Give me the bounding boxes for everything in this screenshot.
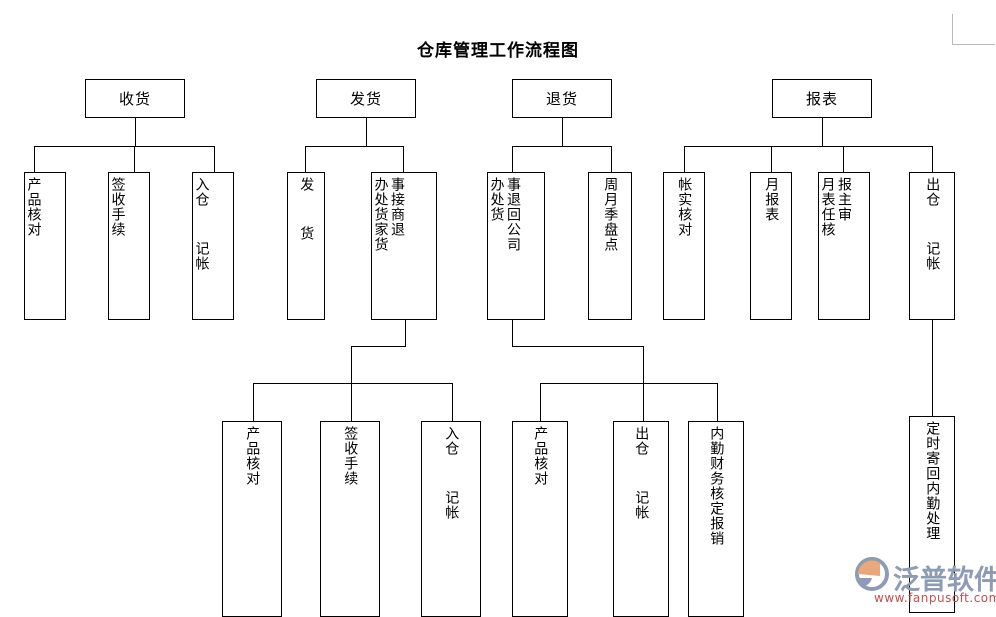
node-recv-in[interactable]: 入仓 记帐 <box>192 172 234 320</box>
node-rc-check-label: 产品核对 <box>532 426 549 486</box>
node-shipping[interactable]: 发货 <box>316 79 416 118</box>
node-recv-check[interactable]: 产品核对 <box>24 172 66 320</box>
connector-receiving-bus <box>34 146 214 147</box>
connector-returns-bus <box>512 146 612 147</box>
connector-retcomp-stem <box>643 346 644 383</box>
connector-receiving-stem <box>135 118 136 146</box>
page-corner-guide <box>952 14 995 45</box>
connector-retcomp-jog <box>512 346 644 347</box>
node-ret-company-label-left: 办处货 <box>488 177 505 222</box>
node-rc-fin-label: 内勤财务核定报销 <box>708 426 725 546</box>
node-rep-month-label: 月报表 <box>763 177 780 222</box>
node-ship-return[interactable]: 事接商退 办处货家货 <box>371 172 437 320</box>
node-rep-approve-label-right: 报主审 <box>836 177 853 222</box>
connector-lower-b-drop-3 <box>717 383 718 421</box>
connector-shipping-drop-1 <box>305 146 306 172</box>
connector-retcomp-drop <box>512 320 513 346</box>
connector-reports-drop-1 <box>684 146 685 172</box>
connector-lower-b-drop-2 <box>643 383 644 421</box>
node-recv-in-label: 入仓 记帐 <box>193 177 210 271</box>
connector-shipping-drop-2 <box>403 146 404 172</box>
connector-lower-bus-a <box>253 383 453 384</box>
node-sr-in-label: 入仓 记帐 <box>443 426 460 520</box>
connector-returns-stem <box>562 118 563 146</box>
node-rep-approve-label-left: 月表任核 <box>819 177 836 237</box>
node-reports[interactable]: 报表 <box>772 79 872 118</box>
node-sr-sign-label: 签收手续 <box>342 426 359 486</box>
connector-receiving-drop-3 <box>214 146 215 172</box>
node-recv-sign-label: 签收手续 <box>109 177 126 237</box>
node-ship-return-label-right: 事接商退 <box>389 177 406 237</box>
node-rc-fin[interactable]: 内勤财务核定报销 <box>688 421 744 617</box>
node-rc-out[interactable]: 出仓 记帐 <box>613 421 669 617</box>
connector-shipret-drop <box>405 320 406 346</box>
node-ship-out-label: 发 货 <box>298 177 315 241</box>
node-ship-out[interactable]: 发 货 <box>287 172 325 320</box>
node-rep-mail-label: 定时寄回内勤处理 <box>924 421 941 541</box>
node-rep-recon-label: 帐实核对 <box>676 177 693 237</box>
node-ret-count-label: 周月季盘点 <box>602 177 619 252</box>
connector-returns-drop-1 <box>512 146 513 172</box>
node-ret-company-label-right: 事退回公司 <box>505 177 522 252</box>
page-title: 仓库管理工作流程图 <box>417 41 579 61</box>
node-sr-sign[interactable]: 签收手续 <box>320 421 380 617</box>
node-sr-in[interactable]: 入仓 记帐 <box>421 421 481 617</box>
node-rep-out-label: 出仓 记帐 <box>924 177 941 271</box>
connector-shipping-bus <box>305 146 404 147</box>
node-recv-check-label: 产品核对 <box>25 177 42 237</box>
node-ship-return-label-left: 办处货家货 <box>372 177 389 252</box>
node-receiving[interactable]: 收货 <box>85 79 185 118</box>
connector-receiving-drop-1 <box>34 146 35 172</box>
connector-lower-a-drop-3 <box>452 383 453 421</box>
connector-reports-bus <box>684 146 933 147</box>
connector-repout-stem <box>932 320 933 416</box>
connector-reports-drop-3 <box>843 146 844 172</box>
node-sr-check-label: 产品核对 <box>244 426 261 486</box>
connector-reports-drop-2 <box>771 146 772 172</box>
connector-returns-drop-2 <box>611 146 612 172</box>
connector-shipret-jog <box>351 346 406 347</box>
node-rep-recon[interactable]: 帐实核对 <box>663 172 705 320</box>
node-rc-out-label: 出仓 记帐 <box>633 426 650 520</box>
node-rep-mail[interactable]: 定时寄回内勤处理 <box>909 416 955 613</box>
node-rep-approve[interactable]: 报主审 月表任核 <box>818 172 870 320</box>
connector-lower-bus-b <box>540 383 718 384</box>
connector-receiving-drop-2 <box>134 146 135 172</box>
connector-lower-a-drop-1 <box>253 383 254 421</box>
node-sr-check[interactable]: 产品核对 <box>222 421 282 617</box>
connector-reports-drop-4 <box>932 146 933 172</box>
connector-shipping-stem <box>366 118 367 146</box>
connector-lower-b-drop-1 <box>540 383 541 421</box>
connector-shipret-stem <box>351 346 352 383</box>
node-rep-out[interactable]: 出仓 记帐 <box>909 172 955 320</box>
node-rep-month[interactable]: 月报表 <box>750 172 792 320</box>
node-rc-check[interactable]: 产品核对 <box>512 421 568 617</box>
node-returns[interactable]: 退货 <box>512 79 612 118</box>
node-ret-company[interactable]: 事退回公司 办处货 <box>487 172 545 320</box>
node-recv-sign[interactable]: 签收手续 <box>108 172 150 320</box>
connector-lower-a-drop-2 <box>351 383 352 421</box>
connector-reports-stem <box>822 118 823 146</box>
node-ret-count[interactable]: 周月季盘点 <box>588 172 632 320</box>
fanpusoft-logo-icon <box>855 556 889 592</box>
